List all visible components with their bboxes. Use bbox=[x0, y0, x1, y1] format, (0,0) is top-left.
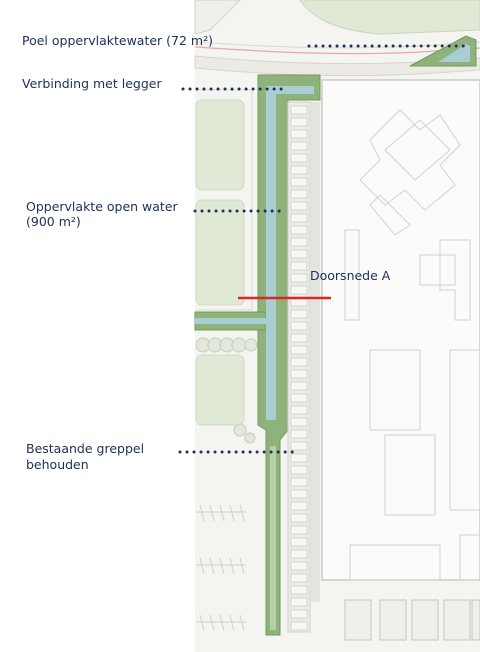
label-greppel-line2: behouden bbox=[26, 457, 89, 472]
paving-block bbox=[290, 201, 308, 211]
paving-block bbox=[290, 453, 308, 463]
paving-block bbox=[290, 525, 308, 535]
paving-block bbox=[290, 225, 308, 235]
paving-block bbox=[290, 177, 308, 187]
paving-block bbox=[290, 609, 308, 619]
paving-block bbox=[290, 621, 308, 631]
label-poel: Poel oppervlaktewater (72 m²) bbox=[22, 33, 213, 48]
paving-block bbox=[290, 381, 308, 391]
label-doorsnede: Doorsnede A bbox=[310, 268, 391, 283]
tree-row bbox=[195, 337, 258, 444]
label-oppervlakte-line1: Oppervlakte open water bbox=[26, 199, 178, 214]
paving-block bbox=[290, 105, 308, 115]
top-road bbox=[194, 0, 480, 77]
label-oppervlakte-line2: (900 m²) bbox=[26, 214, 81, 229]
paving-block bbox=[290, 501, 308, 511]
paving-block bbox=[290, 297, 308, 307]
paving-block bbox=[290, 477, 308, 487]
paving-block bbox=[290, 465, 308, 475]
paving-block bbox=[290, 129, 308, 139]
label-greppel-line1: Bestaande greppel bbox=[26, 441, 145, 456]
water-strip bbox=[194, 74, 321, 636]
residential-blocks bbox=[344, 599, 480, 641]
paving-block bbox=[290, 189, 308, 199]
paving-block bbox=[290, 513, 308, 523]
paving-block bbox=[290, 237, 308, 247]
paving-block bbox=[290, 393, 308, 403]
paving-block bbox=[290, 249, 308, 259]
paving-block bbox=[290, 285, 308, 295]
paving-block bbox=[290, 405, 308, 415]
paving-block bbox=[290, 573, 308, 583]
paving-block bbox=[290, 117, 308, 127]
paving-block bbox=[290, 345, 308, 355]
paving-block bbox=[290, 597, 308, 607]
paving-block bbox=[290, 561, 308, 571]
paving-block bbox=[290, 441, 308, 451]
grass-fields bbox=[195, 89, 253, 426]
poel-pond bbox=[409, 35, 477, 67]
paving-block bbox=[290, 489, 308, 499]
paving-block bbox=[290, 429, 308, 439]
legend-background bbox=[0, 0, 195, 652]
paving-block bbox=[290, 261, 308, 271]
paving-block bbox=[290, 369, 308, 379]
paving-block bbox=[290, 213, 308, 223]
leader-lines bbox=[178, 44, 468, 454]
paving-block bbox=[290, 549, 308, 559]
paving-block bbox=[290, 153, 308, 163]
parking-rows bbox=[196, 504, 246, 632]
building-area bbox=[321, 79, 480, 581]
paving-block bbox=[290, 309, 308, 319]
paving-block bbox=[290, 417, 308, 427]
paving-block bbox=[290, 321, 308, 331]
paving-block bbox=[290, 141, 308, 151]
footpath bbox=[287, 101, 320, 633]
paving-block bbox=[290, 165, 308, 175]
paving-block bbox=[290, 537, 308, 547]
paving-block bbox=[290, 357, 308, 367]
paving-block bbox=[290, 273, 308, 283]
label-verbinding: Verbinding met legger bbox=[22, 76, 162, 91]
paving-block bbox=[290, 585, 308, 595]
paving-block bbox=[290, 333, 308, 343]
